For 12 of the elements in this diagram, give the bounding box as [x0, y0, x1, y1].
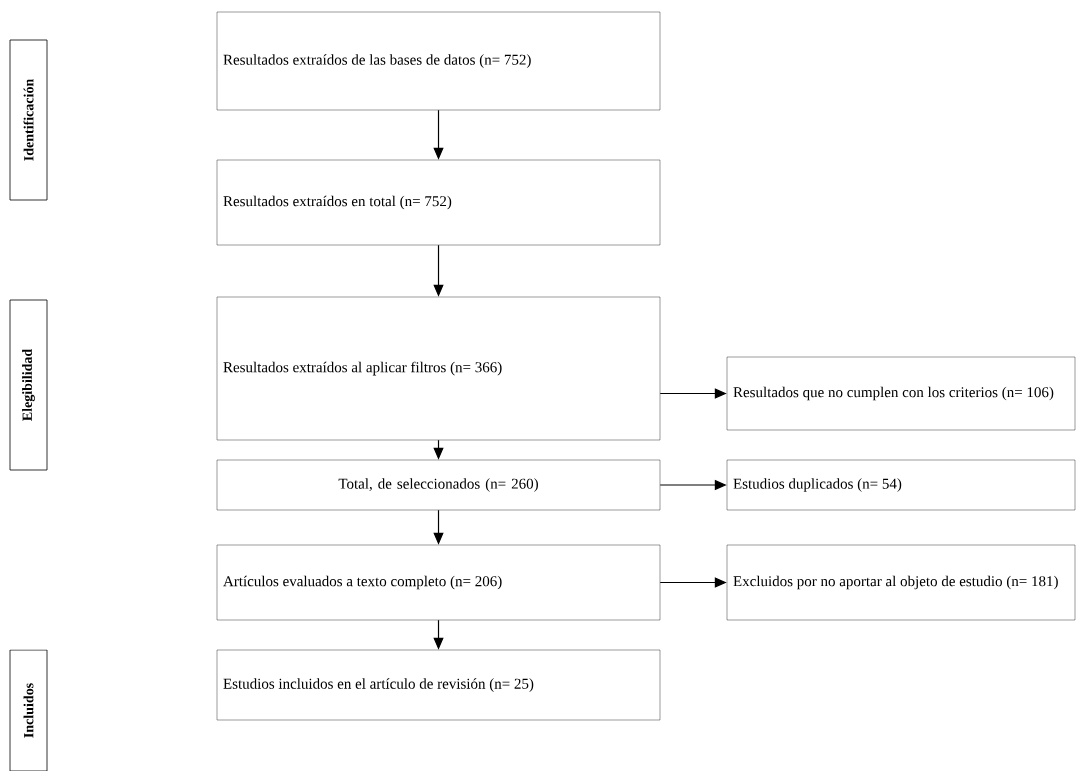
exclusion-box: Excluidos por no aportar al objeto de estudio (n= 181) [726, 544, 1076, 621]
process-box: Resultados extraídos en total (n= 752) [216, 159, 661, 246]
process-box: Resultados extraídos de las bases de datos (n= 752) [216, 11, 661, 111]
process-box: Resultados extraídos al aplicar filtros (n= 366) [216, 296, 661, 441]
process-box: Estudios incluidos en el artículo de revisión (n= 25) [216, 649, 661, 721]
phase-label-box: Incluidos [9, 649, 48, 771]
phase-label-box: Identificación [9, 39, 48, 201]
exclusion-box: Estudios duplicados (n= 54) [726, 459, 1076, 511]
exclusion-box: Resultados que no cumplen con los criterios (n= 106) [726, 356, 1076, 431]
phase-label-box: Elegibilidad [9, 299, 48, 471]
process-box: Total, de seleccionados (n= 260) [216, 459, 661, 511]
process-box: Artículos evaluados a texto completo (n= 206) [216, 544, 661, 621]
